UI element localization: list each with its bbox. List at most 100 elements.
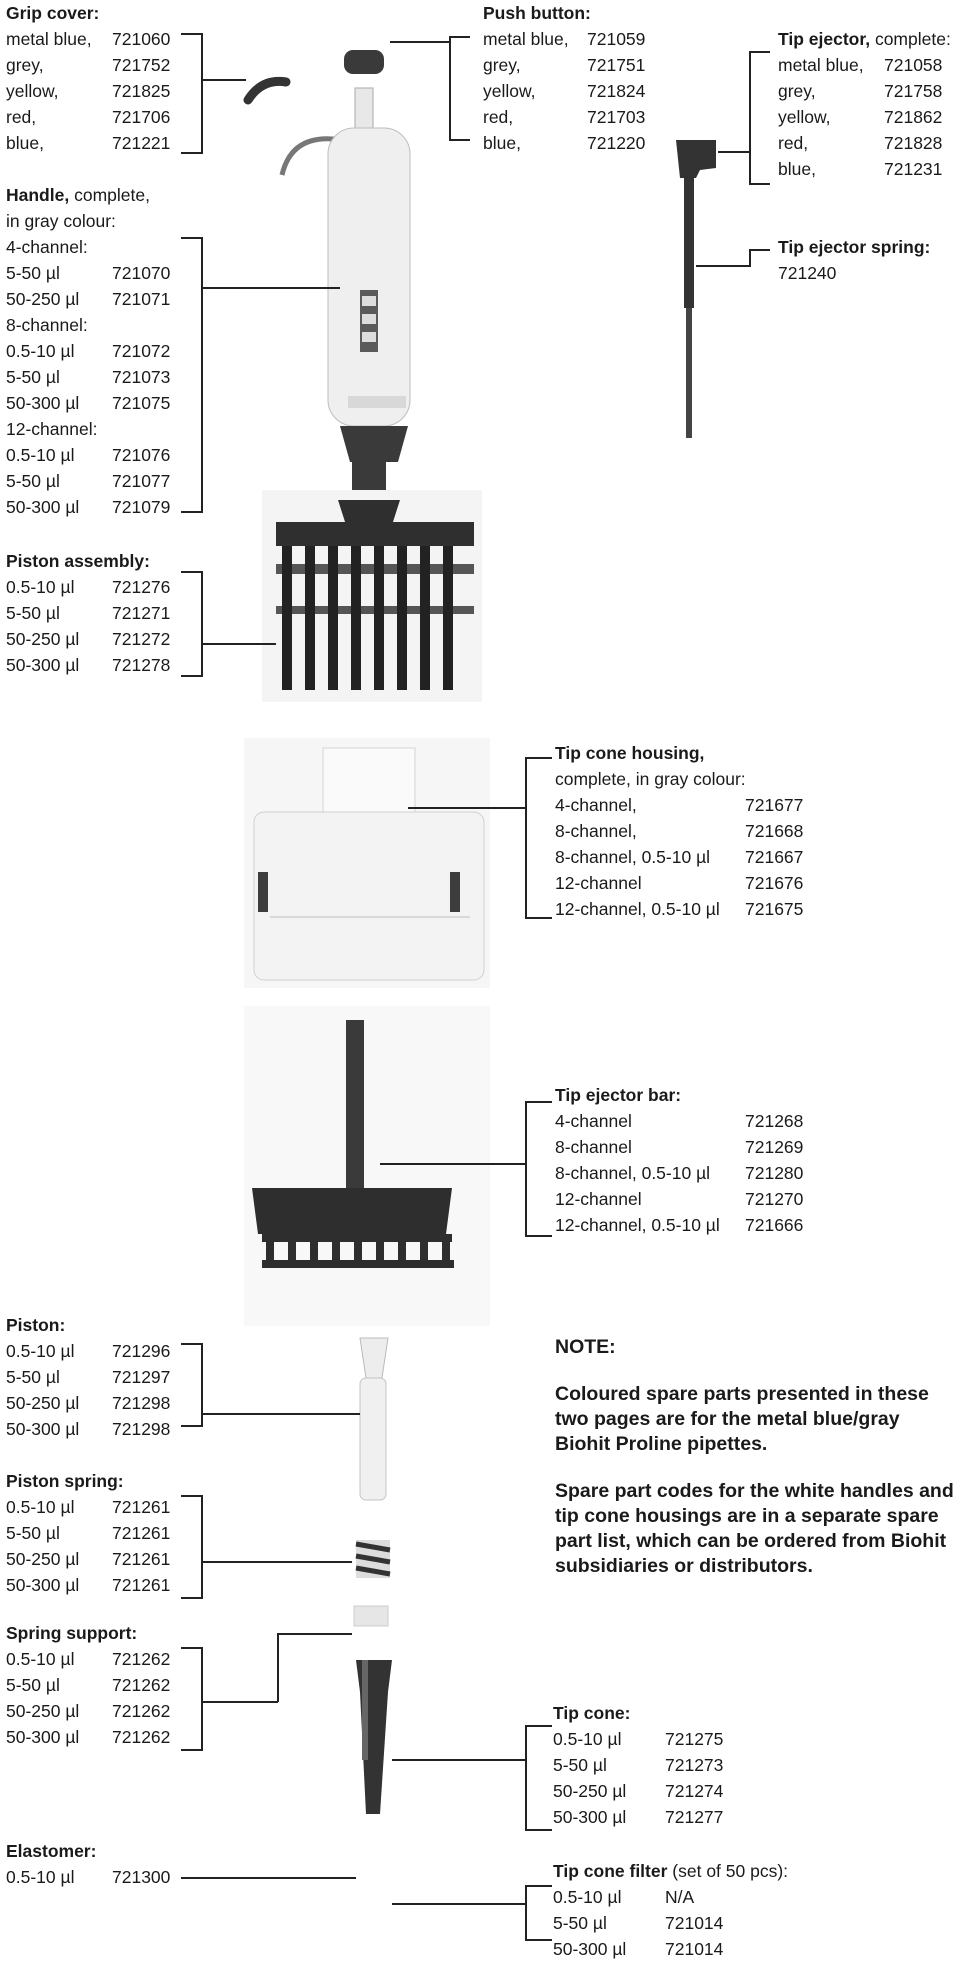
part-code: 721298 — [112, 1419, 171, 1439]
part-label: 4-channel: — [6, 237, 88, 257]
tip-ejector-spring-title: Tip ejector spring: — [778, 237, 931, 257]
part-code: 721070 — [112, 263, 171, 283]
tip-cone-housing-part-row: 8-channel, 721668 — [555, 818, 803, 844]
push-button-title: Push button: — [483, 3, 591, 23]
note-box: NOTE: Coloured spare parts presented in … — [555, 1335, 955, 1601]
part-label: 50-300 µl — [6, 1575, 80, 1595]
tip-cone-filter-title: Tip cone filter (set of 50 pcs): — [553, 1858, 788, 1884]
part-label: 0.5-10 µl — [6, 577, 75, 597]
part-code: 721825 — [112, 81, 171, 101]
part-label: 5-50 µl — [6, 471, 60, 491]
part-label: 50-300 µl — [6, 393, 80, 413]
part-code: 721280 — [745, 1163, 804, 1183]
tip-ejector-spring-section: Tip ejector spring: 721240 — [778, 234, 930, 286]
ejector-bar-tooth — [376, 1242, 384, 1262]
part-code: 721060 — [112, 29, 171, 49]
push-button-part-row: metal blue,721059 — [483, 26, 645, 52]
ejector-bar-tooth — [420, 1242, 428, 1262]
part-label: blue, — [778, 159, 816, 179]
grip-cover-drawing — [243, 76, 291, 105]
part-code: 721751 — [587, 55, 646, 75]
part-label: 12-channel, 0.5-10 µl — [555, 899, 720, 919]
part-code: 721261 — [112, 1549, 171, 1569]
grip-cover-part-row: yellow,721825 — [6, 78, 170, 104]
tip-ejector-part-row: grey,721758 — [778, 78, 951, 104]
part-label: 0.5-10 µl — [6, 1497, 75, 1517]
piston-rod — [374, 546, 384, 690]
part-label: 5-50 µl — [6, 1523, 60, 1543]
part-label: 4-channel, — [555, 795, 637, 815]
ejector-bar-tooth — [310, 1242, 318, 1262]
part-code: 721262 — [112, 1675, 171, 1695]
part-code: 721752 — [112, 55, 171, 75]
push-button-drawing — [344, 50, 384, 74]
note-title: NOTE: — [555, 1336, 616, 1358]
part-code: 721296 — [112, 1341, 171, 1361]
part-label: 5-50 µl — [553, 1755, 607, 1775]
ejector-bar-tooth — [442, 1242, 450, 1262]
tip-cone-title: Tip cone: — [553, 1703, 631, 1723]
part-label: 5-50 µl — [6, 367, 60, 387]
part-label: 50-250 µl — [6, 289, 80, 309]
part-label: 0.5-10 µl — [6, 1867, 75, 1887]
ejector-bar-tooth — [354, 1242, 362, 1262]
part-code: 721706 — [112, 107, 171, 127]
ejector-bar-tooth — [266, 1242, 274, 1262]
spring-support-title: Spring support: — [6, 1623, 138, 1643]
piston-assembly-title: Piston assembly: — [6, 551, 150, 571]
piston-assembly-drawing — [262, 490, 482, 702]
part-label: 12-channel — [555, 1189, 642, 1209]
part-code: 721275 — [665, 1729, 724, 1749]
part-label: grey, — [778, 81, 816, 101]
part-label: 8-channel, — [555, 821, 637, 841]
part-code: 721276 — [112, 577, 171, 597]
part-code: 721231 — [884, 159, 943, 179]
tip-cone-housing-subtitle: complete, in gray colour: — [555, 769, 746, 789]
tip-cone-filter-title-bold: Tip cone filter — [553, 1861, 668, 1881]
part-code: 721677 — [745, 795, 804, 815]
tip-ejector-part-row: yellow,721862 — [778, 104, 951, 130]
part-code: 721272 — [112, 629, 171, 649]
push-button-part-row: red,721703 — [483, 104, 645, 130]
push-button-part-row: yellow,721824 — [483, 78, 645, 104]
grip-cover-part-row: red,721706 — [6, 104, 170, 130]
part-label: 5-50 µl — [553, 1913, 607, 1933]
part-code: 721071 — [112, 289, 171, 309]
tip-ejector-part-row: metal blue,721058 — [778, 52, 951, 78]
part-label: 50-300 µl — [553, 1939, 627, 1959]
part-code: 721668 — [745, 821, 804, 841]
part-code: 721277 — [665, 1807, 724, 1827]
part-code: 721297 — [112, 1367, 171, 1387]
handle-part-row: 12-channel: — [6, 416, 170, 442]
part-label: 50-300 µl — [6, 655, 80, 675]
part-label: 50-300 µl — [6, 497, 80, 517]
handle-section: Handle, complete, in gray colour: 4-chan… — [6, 182, 170, 520]
piston-rod — [305, 546, 315, 690]
note-paragraph-2: Spare part codes for the white handles a… — [555, 1480, 954, 1577]
